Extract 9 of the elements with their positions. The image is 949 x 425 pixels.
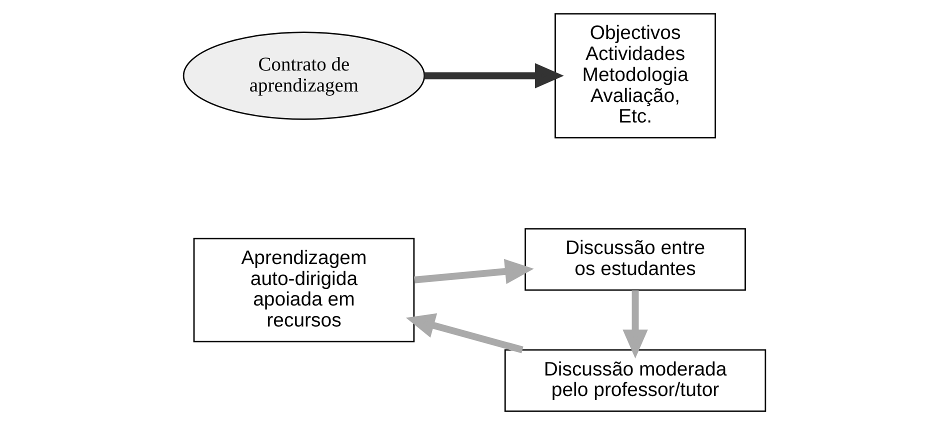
node-box: Discussão moderada pelo professor/tutor xyxy=(504,349,766,412)
node-box: Discussão entre os estudantes xyxy=(524,228,746,291)
node-box: Objectivos Actividades Metodologia Avaliação, Etc. xyxy=(554,13,716,138)
node-ellipse: Contrato de aprendizagem xyxy=(182,32,426,120)
node-box: Aprendizagem auto-dirigida apoiada em recursos xyxy=(193,238,415,342)
arrow xyxy=(424,63,564,88)
arrow xyxy=(414,258,534,284)
arrow xyxy=(622,290,648,359)
arrow xyxy=(406,313,524,354)
